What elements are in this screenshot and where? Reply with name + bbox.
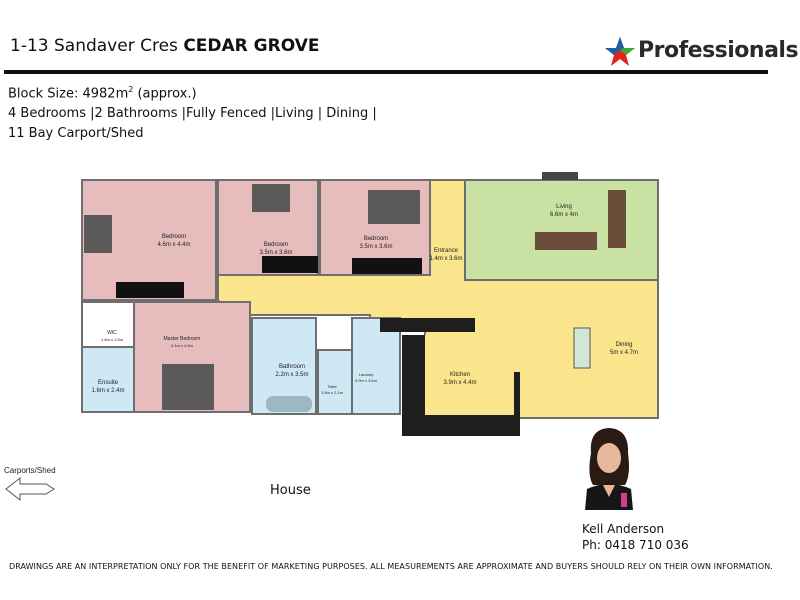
- label-laundry: Laundry: [359, 372, 373, 377]
- kitchen-cabinet: [423, 318, 475, 332]
- bed-icon: [84, 215, 112, 253]
- disclaimer: DRAWINGS ARE AN INTERPRETATION ONLY FOR …: [9, 562, 773, 571]
- agent-phone: Ph: 0418 710 036: [582, 538, 689, 552]
- kitchen: [425, 335, 514, 415]
- bathtub: [266, 396, 312, 412]
- size-bathroom: 2.2m x 3.5m: [275, 372, 308, 378]
- logo-wordmark: Professionals: [638, 38, 799, 63]
- label-toilet: Toilet: [327, 384, 337, 389]
- bed-icon: [162, 364, 214, 410]
- left-arrow-icon: [5, 476, 55, 502]
- label-bathroom: Bathroom: [279, 364, 305, 370]
- size-laundry: 3.9m x 3.6m: [355, 378, 378, 383]
- professionals-logo: Professionals: [604, 34, 799, 70]
- feature-list: 4 Bedrooms |2 Bathrooms |Fully Fenced |L…: [8, 106, 377, 122]
- sofa: [608, 190, 626, 248]
- kitchen-bench: [402, 335, 520, 436]
- ensuite: [81, 346, 135, 413]
- carport-feature: 11 Bay Carport/Shed: [8, 126, 144, 142]
- sofa: [535, 232, 597, 250]
- floor-plan: Bedroom 4.6m x 4.4m Bedroom 3.5m x 3.6m …: [80, 160, 660, 440]
- bed-icon: [252, 184, 290, 212]
- carports-label: Carports/Shed: [4, 466, 56, 475]
- label-bedroom-3: Bedroom: [364, 236, 388, 242]
- size-dining: 5m x 4.7m: [610, 350, 638, 356]
- label-bedroom-1: Bedroom: [162, 234, 186, 240]
- size-master: 4.1m x 4.5m: [171, 343, 194, 348]
- agent-name: Kell Anderson: [582, 522, 665, 536]
- carports-direction: Carports/Shed: [4, 466, 64, 506]
- header-divider: [4, 70, 768, 74]
- wardrobe: [262, 256, 318, 273]
- house-label: House: [270, 483, 311, 498]
- size-bedroom-3: 3.5m x 3.6m: [359, 244, 392, 250]
- label-kitchen: Kitchen: [450, 372, 470, 378]
- size-wic: 1.6m x 1.5m: [101, 337, 124, 342]
- dining-table: [573, 327, 591, 369]
- size-bedroom-1: 4.6m x 4.4m: [157, 242, 190, 248]
- property-address: 1-13 Sandaver Cres CEDAR GROVE: [10, 36, 320, 56]
- agent-photo: [581, 423, 637, 510]
- wardrobe: [116, 282, 184, 298]
- laundry: [351, 317, 401, 415]
- star-icon: [605, 37, 635, 66]
- label-bedroom-2: Bedroom: [264, 242, 288, 248]
- size-ensuite: 1.6m x 2.4m: [91, 388, 124, 394]
- size-bedroom-2: 3.5m x 3.6m: [259, 250, 292, 256]
- label-ensuite: Ensuite: [98, 380, 119, 386]
- label-wic: WIC: [107, 330, 117, 336]
- size-toilet: 1.5m x 2.1m: [321, 390, 344, 395]
- living-room: [464, 179, 659, 281]
- size-entrance: 1.4m x 3.6m: [429, 256, 462, 262]
- block-size: Block Size: 4982m2 (approx.): [8, 85, 197, 102]
- property-specs: Block Size: 4982m2 (approx.) 4 Bedrooms …: [8, 80, 377, 144]
- bed-icon: [368, 190, 420, 224]
- address-street: 1-13 Sandaver Cres: [10, 36, 178, 56]
- wardrobe: [352, 258, 422, 274]
- label-living: Living: [556, 204, 572, 210]
- toilet-room: [317, 349, 353, 415]
- tv-unit: [542, 172, 578, 180]
- size-living: 6.6m x 4m: [550, 212, 578, 218]
- address-suburb: CEDAR GROVE: [183, 36, 320, 56]
- label-entrance: Entrance: [434, 248, 459, 254]
- label-dining: Dining: [615, 342, 632, 348]
- label-master: Master Bedroom: [164, 336, 201, 342]
- size-kitchen: 3.9m x 4.4m: [443, 380, 476, 386]
